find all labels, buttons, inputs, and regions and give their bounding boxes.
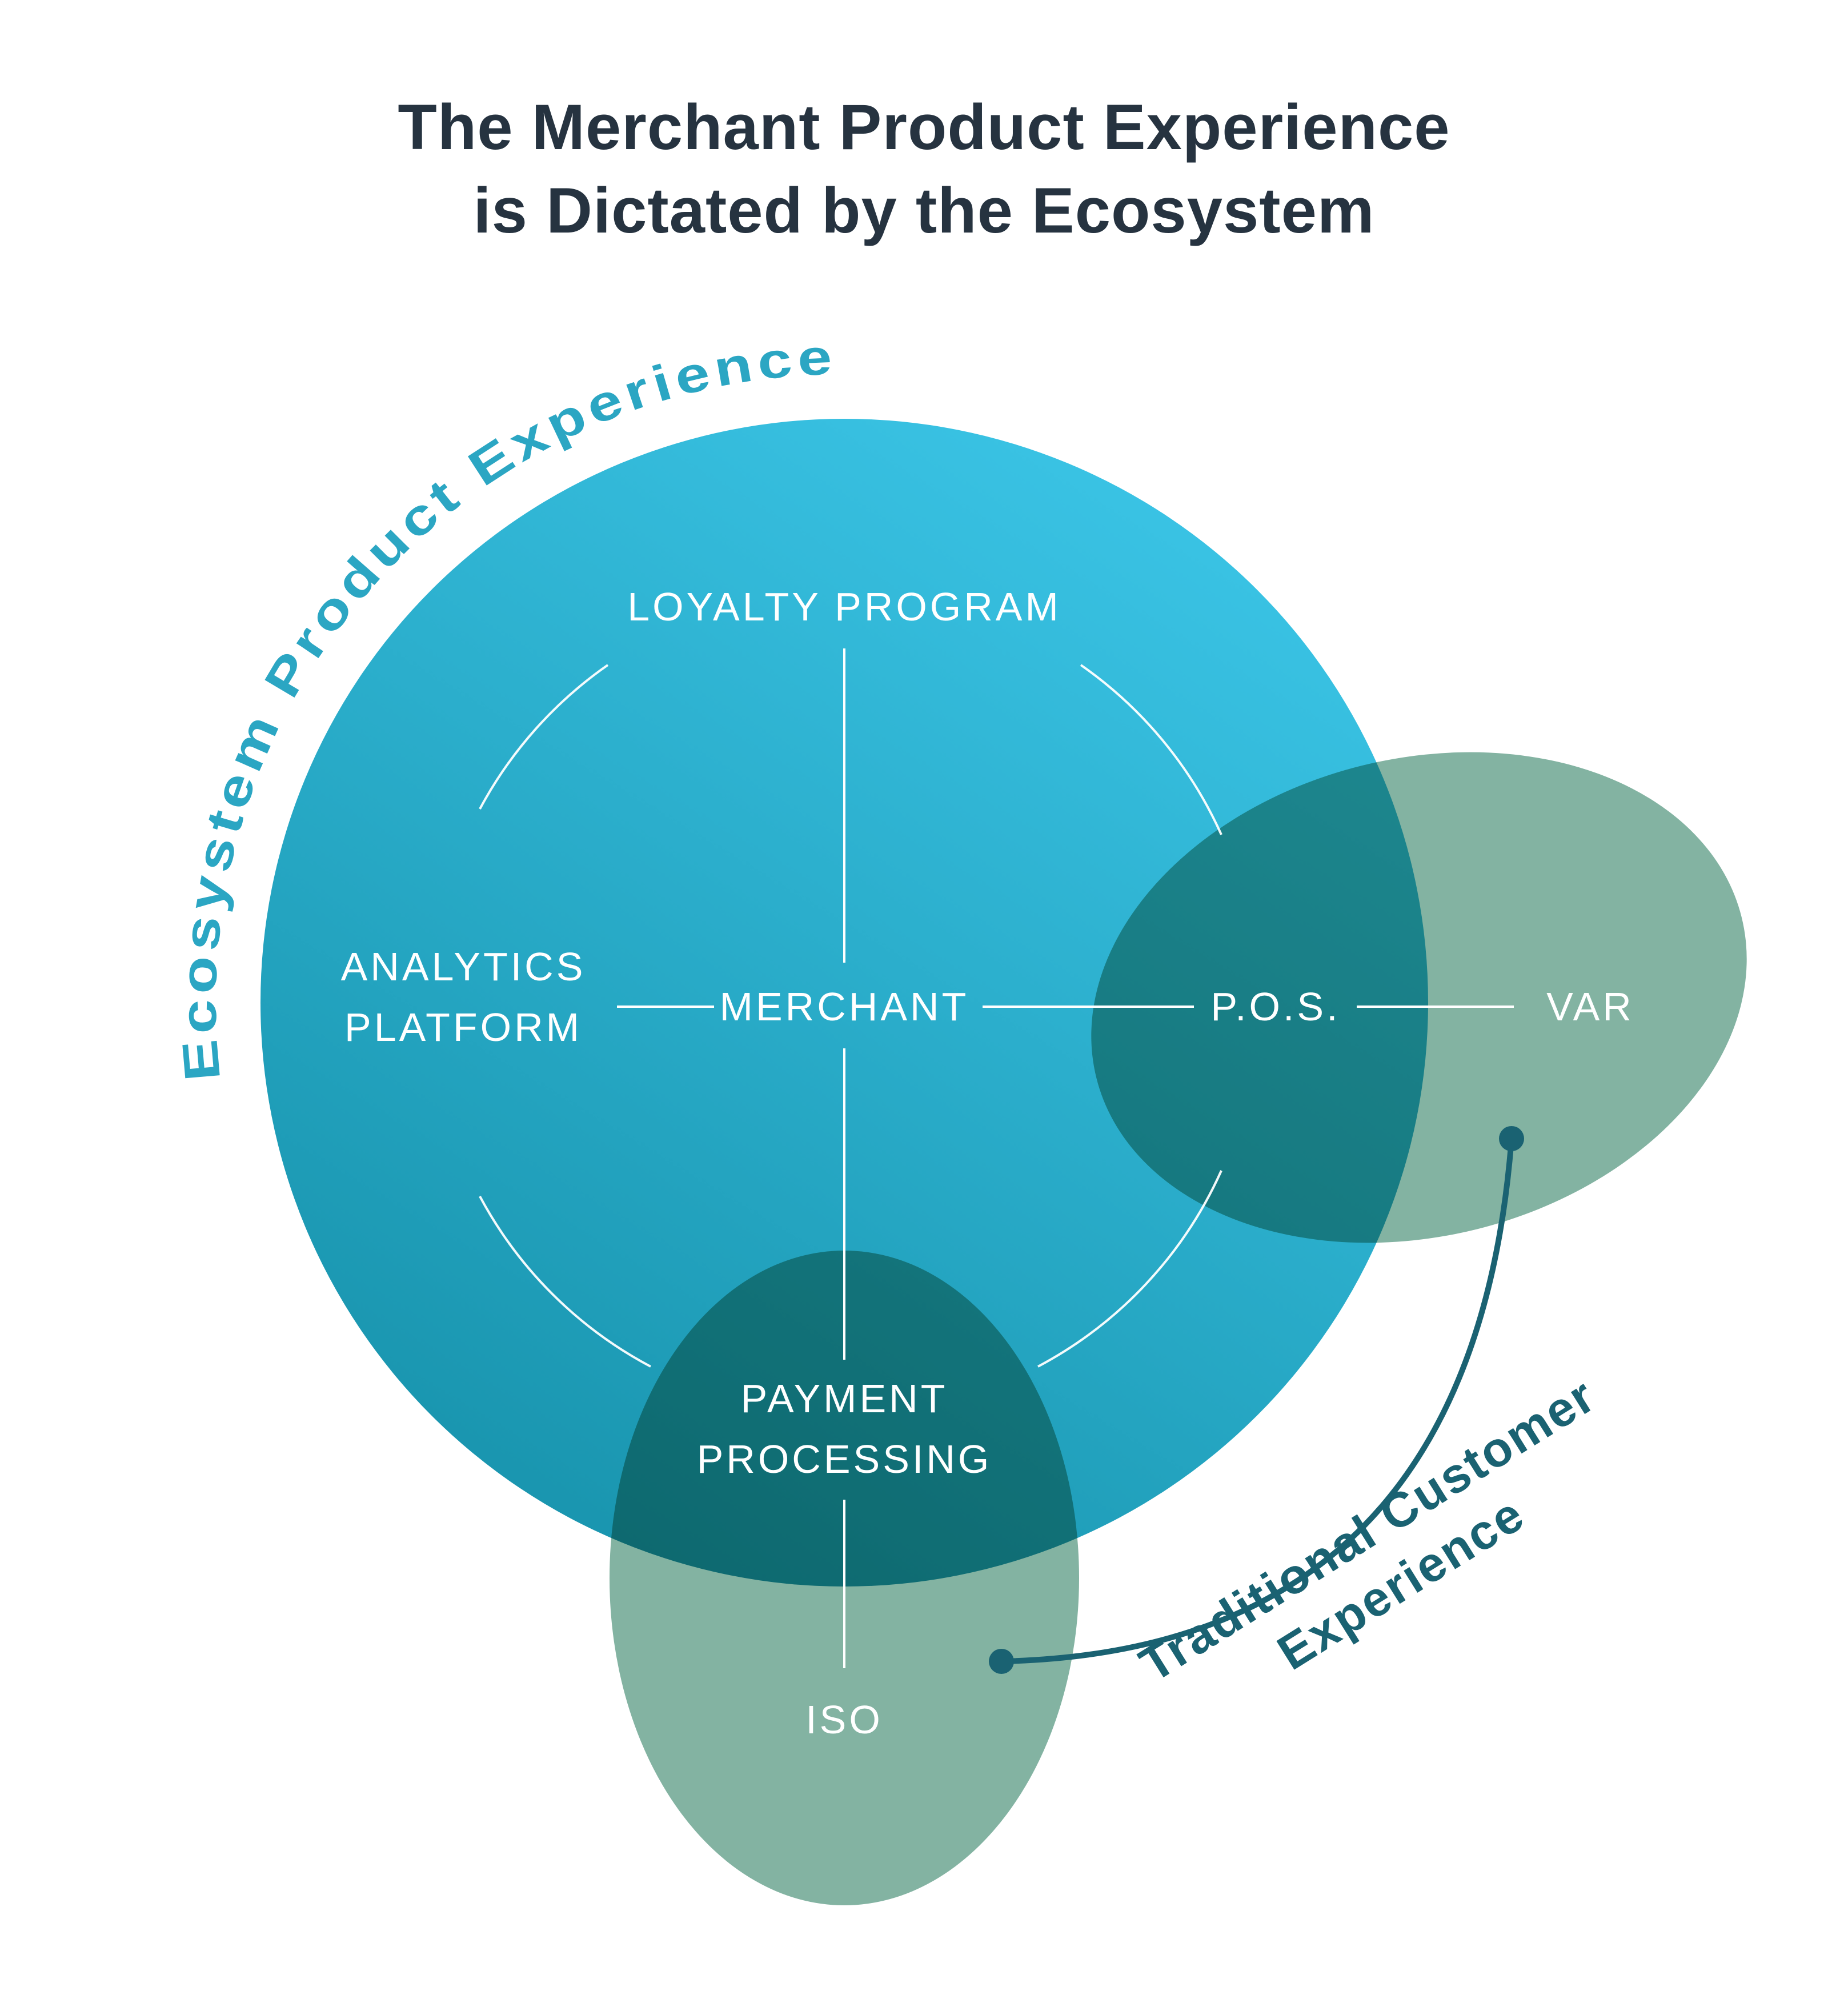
node-analytics-line1: ANALYTICS [341, 944, 586, 989]
page-title-line-2: is Dictated by the Ecosystem [473, 174, 1375, 246]
inner-arc-lower-left [479, 1196, 651, 1368]
node-loyalty-program: LOYALTY PROGRAM [627, 584, 1061, 629]
inner-circle-arcs [479, 664, 1222, 1368]
node-analytics-line2: PLATFORM [344, 1005, 582, 1049]
node-merchant: MERCHANT [720, 984, 969, 1029]
inner-arc-upper-right [1080, 664, 1222, 835]
page-title: The Merchant Product Experience is Dicta… [0, 86, 1848, 252]
node-payment-line1: PAYMENT [741, 1376, 948, 1421]
connectors [617, 648, 1514, 1668]
node-payment-line2: PROCESSING [697, 1437, 992, 1481]
inner-arc-upper-left [479, 664, 609, 810]
var-ellipse [1091, 752, 1747, 1243]
node-var: VAR [1546, 984, 1634, 1029]
page-title-line-1: The Merchant Product Experience [398, 91, 1450, 163]
node-pos: P.O.S. [1210, 984, 1340, 1029]
traditional-curve [999, 1136, 1514, 1664]
node-iso: ISO [805, 1697, 883, 1742]
curve-dot-var [1499, 1126, 1524, 1151]
curve-dot-iso [989, 1649, 1014, 1674]
inner-arc-lower-right [1037, 1170, 1222, 1368]
